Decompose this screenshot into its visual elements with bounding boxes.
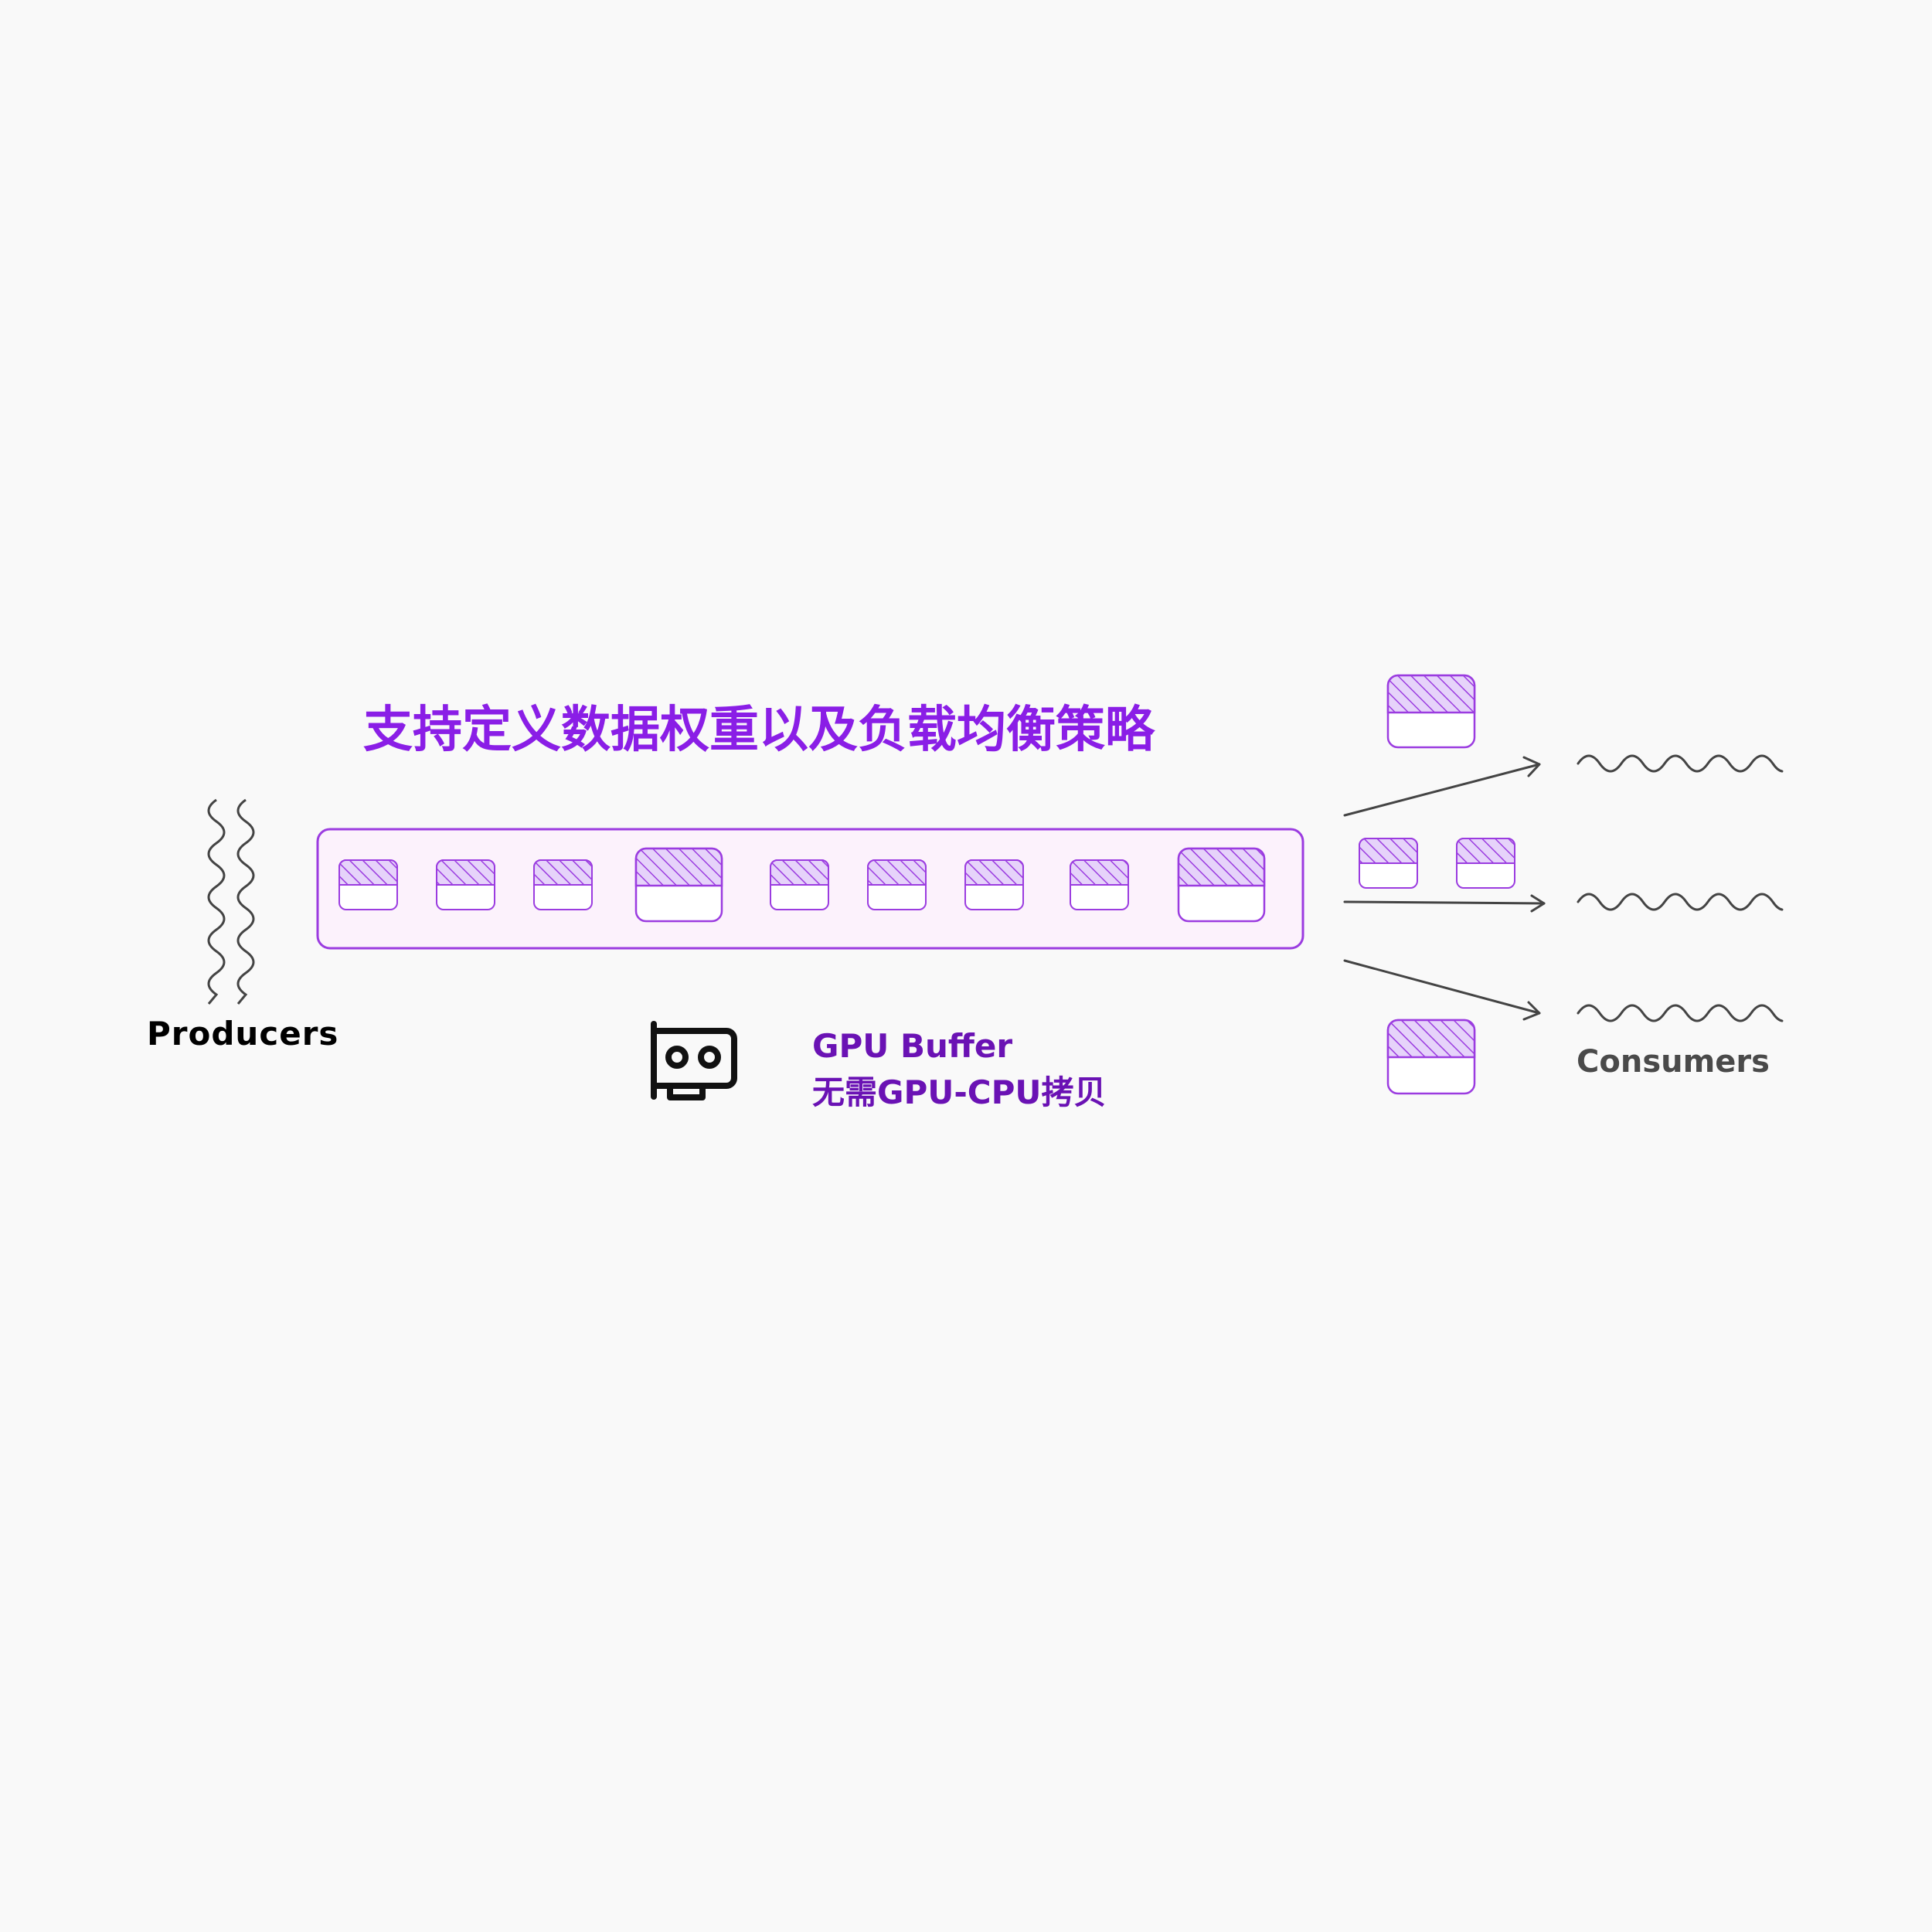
arrow-right-icon (1343, 756, 1541, 817)
title: 支持定义数据权重以及负载均衡策略 (363, 702, 1155, 759)
gpu-buffer-label: GPU Buffer (812, 1027, 1012, 1065)
buffer-data-block (436, 859, 495, 910)
producers-label: Producers (147, 1015, 338, 1053)
dispatched-data-block (1359, 838, 1418, 889)
dispatched-data-block-large (1386, 674, 1476, 749)
consumer-wave-icon (1577, 754, 1784, 773)
buffer-data-block (867, 859, 927, 910)
gpu-cpu-copy-label: 无需GPU-CPU拷贝 (812, 1073, 1107, 1111)
producers-wave-icon (207, 798, 255, 1005)
buffer-data-block (533, 859, 593, 910)
gpu-card-icon (651, 1021, 737, 1100)
dispatched-data-block-large (1386, 1019, 1476, 1095)
buffer-data-block (964, 859, 1024, 910)
arrow-right-icon (1343, 959, 1541, 1021)
dispatched-data-block (1456, 838, 1515, 889)
buffer-data-block (770, 859, 829, 910)
consumers-label: Consumers (1577, 1044, 1770, 1080)
buffer-data-block (1070, 859, 1129, 910)
consumer-wave-icon (1577, 893, 1784, 911)
buffer-data-block (338, 859, 398, 910)
consumer-wave-icon (1577, 1004, 1784, 1022)
arrow-right-icon (1343, 894, 1546, 913)
buffer-data-block-large (1177, 847, 1266, 923)
buffer-data-block-large (634, 847, 723, 923)
